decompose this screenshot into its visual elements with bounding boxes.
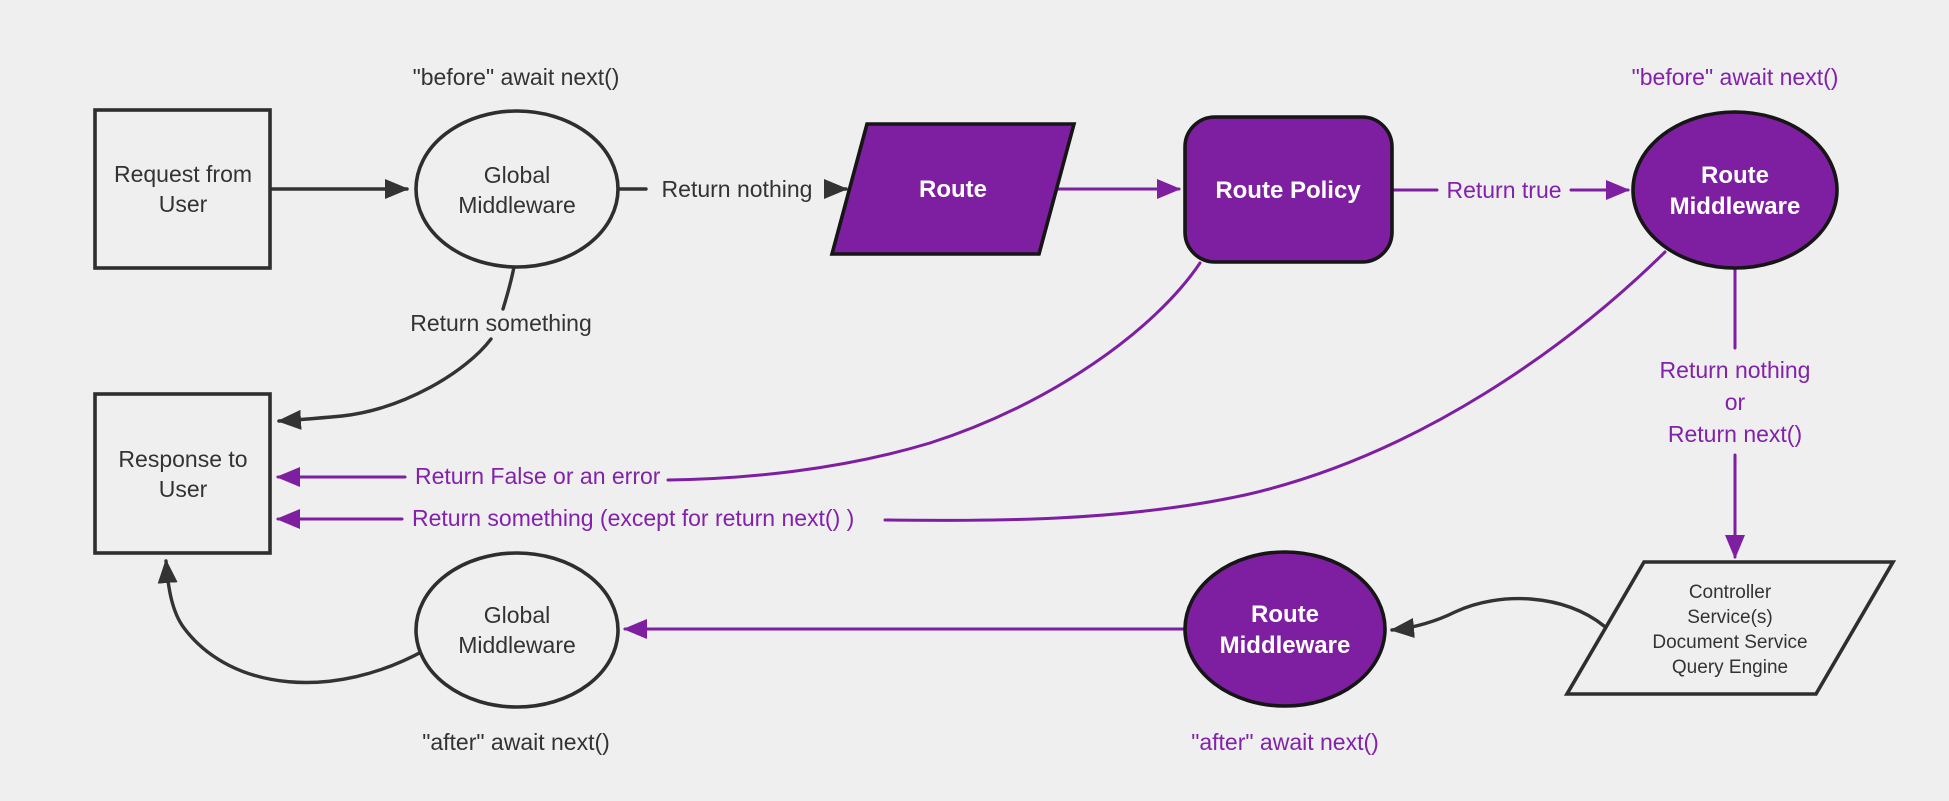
controller-services-label-line3: Document Service — [1652, 632, 1807, 653]
controller-services-label-line1: Controller — [1689, 582, 1772, 603]
global-middleware-bottom-label-line2: Middleware — [458, 632, 576, 658]
route-node: Route — [829, 122, 1077, 256]
global-middleware-bottom-node: Global Middleware — [414, 551, 620, 709]
global-middleware-bottom-label-line1: Global — [484, 602, 550, 628]
label-return-nothing-or-line2: or — [1725, 389, 1746, 415]
route-middleware-bottom-label-line2: Middleware — [1220, 632, 1351, 659]
label-return-nothing: Return nothing — [662, 176, 813, 202]
edge-global-middleware-top-to-response-segment2 — [277, 337, 493, 430]
edge-controller-to-route-middleware-bottom — [1390, 597, 1606, 638]
route-middleware-top-label-line2: Middleware — [1670, 193, 1801, 220]
route-policy-shape — [1183, 115, 1394, 264]
global-middleware-top-node: Global Middleware — [414, 109, 620, 269]
route-policy-label: Route Policy — [1215, 177, 1361, 204]
label-after-await-bottom-right: "after" await next() — [1191, 729, 1379, 755]
label-return-true: Return true — [1446, 177, 1561, 203]
controller-services-shape — [1563, 560, 1897, 696]
label-return-nothing-or-line3: Return next() — [1668, 421, 1802, 447]
label-return-something: Return something — [410, 310, 592, 336]
response-to-user-shape — [93, 392, 272, 555]
edge-route-middleware-top-to-response-segment1 — [883, 250, 1667, 522]
request-from-user-shape — [93, 108, 272, 270]
controller-services-label-line4: Query Engine — [1672, 657, 1788, 678]
response-to-user-label-line2: User — [159, 476, 208, 502]
route-middleware-bottom-label-line1: Route — [1251, 601, 1319, 628]
label-return-nothing-or-return-next: Return nothing or Return next() — [1660, 357, 1811, 447]
edge-global-middleware-bottom-to-response — [157, 559, 427, 685]
route-middleware-top-node: Route Middleware — [1631, 110, 1839, 270]
response-to-user-label-line1: Response to — [118, 446, 247, 472]
route-middleware-bottom-node: Route Middleware — [1183, 550, 1387, 708]
label-return-nothing-or-line1: Return nothing — [1660, 357, 1811, 383]
label-after-await-bottom-left: "after" await next() — [422, 729, 610, 755]
label-return-false-or-error: Return False or an error — [415, 463, 661, 489]
global-middleware-bottom-shape — [414, 551, 620, 709]
request-from-user-node: Request from User — [93, 108, 272, 270]
edge-global-middleware-top-to-response-segment1 — [501, 265, 516, 311]
edge-route-policy-to-response-segment1 — [666, 261, 1202, 482]
global-middleware-top-label-line1: Global — [484, 162, 550, 188]
global-middleware-top-shape — [414, 109, 620, 269]
route-middleware-bottom-shape — [1183, 550, 1387, 708]
request-from-user-label-line1: Request from — [114, 161, 252, 187]
route-middleware-top-shape — [1631, 110, 1839, 270]
route-shape — [829, 122, 1077, 256]
label-before-await-top-left: "before" await next() — [413, 64, 620, 90]
controller-services-label-line2: Service(s) — [1687, 607, 1773, 628]
global-middleware-top-label-line2: Middleware — [458, 192, 576, 218]
route-label: Route — [919, 176, 987, 203]
route-policy-node: Route Policy — [1183, 115, 1394, 264]
response-to-user-node: Response to User — [93, 392, 272, 555]
request-from-user-label-line2: User — [159, 191, 208, 217]
label-before-await-top-right: "before" await next() — [1632, 64, 1839, 90]
controller-services-node: Controller Service(s) Document Service Q… — [1563, 560, 1897, 696]
route-middleware-top-label-line1: Route — [1701, 162, 1769, 189]
label-return-something-except: Return something (except for return next… — [412, 505, 854, 531]
